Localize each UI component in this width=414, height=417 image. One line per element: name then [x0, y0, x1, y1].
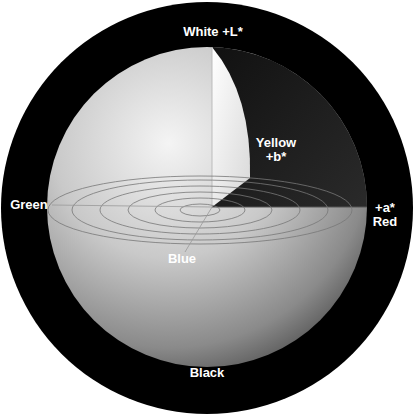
cut-face	[212, 47, 250, 207]
axis-label: Blue	[157, 252, 207, 266]
sphere	[47, 47, 367, 367]
axis-label: Yellow +b*	[246, 136, 306, 164]
axis-label: White +L*	[183, 25, 243, 39]
blue-axis	[185, 207, 212, 252]
green-axis	[52, 205, 212, 207]
axis-label: Green	[3, 198, 55, 212]
l-axis	[212, 47, 213, 207]
axis-label: Black	[177, 366, 237, 380]
chroma-rings	[48, 176, 352, 244]
axis-label: +a* Red	[363, 201, 407, 229]
a-axis	[212, 207, 367, 208]
cut-away-quadrant	[212, 47, 367, 207]
